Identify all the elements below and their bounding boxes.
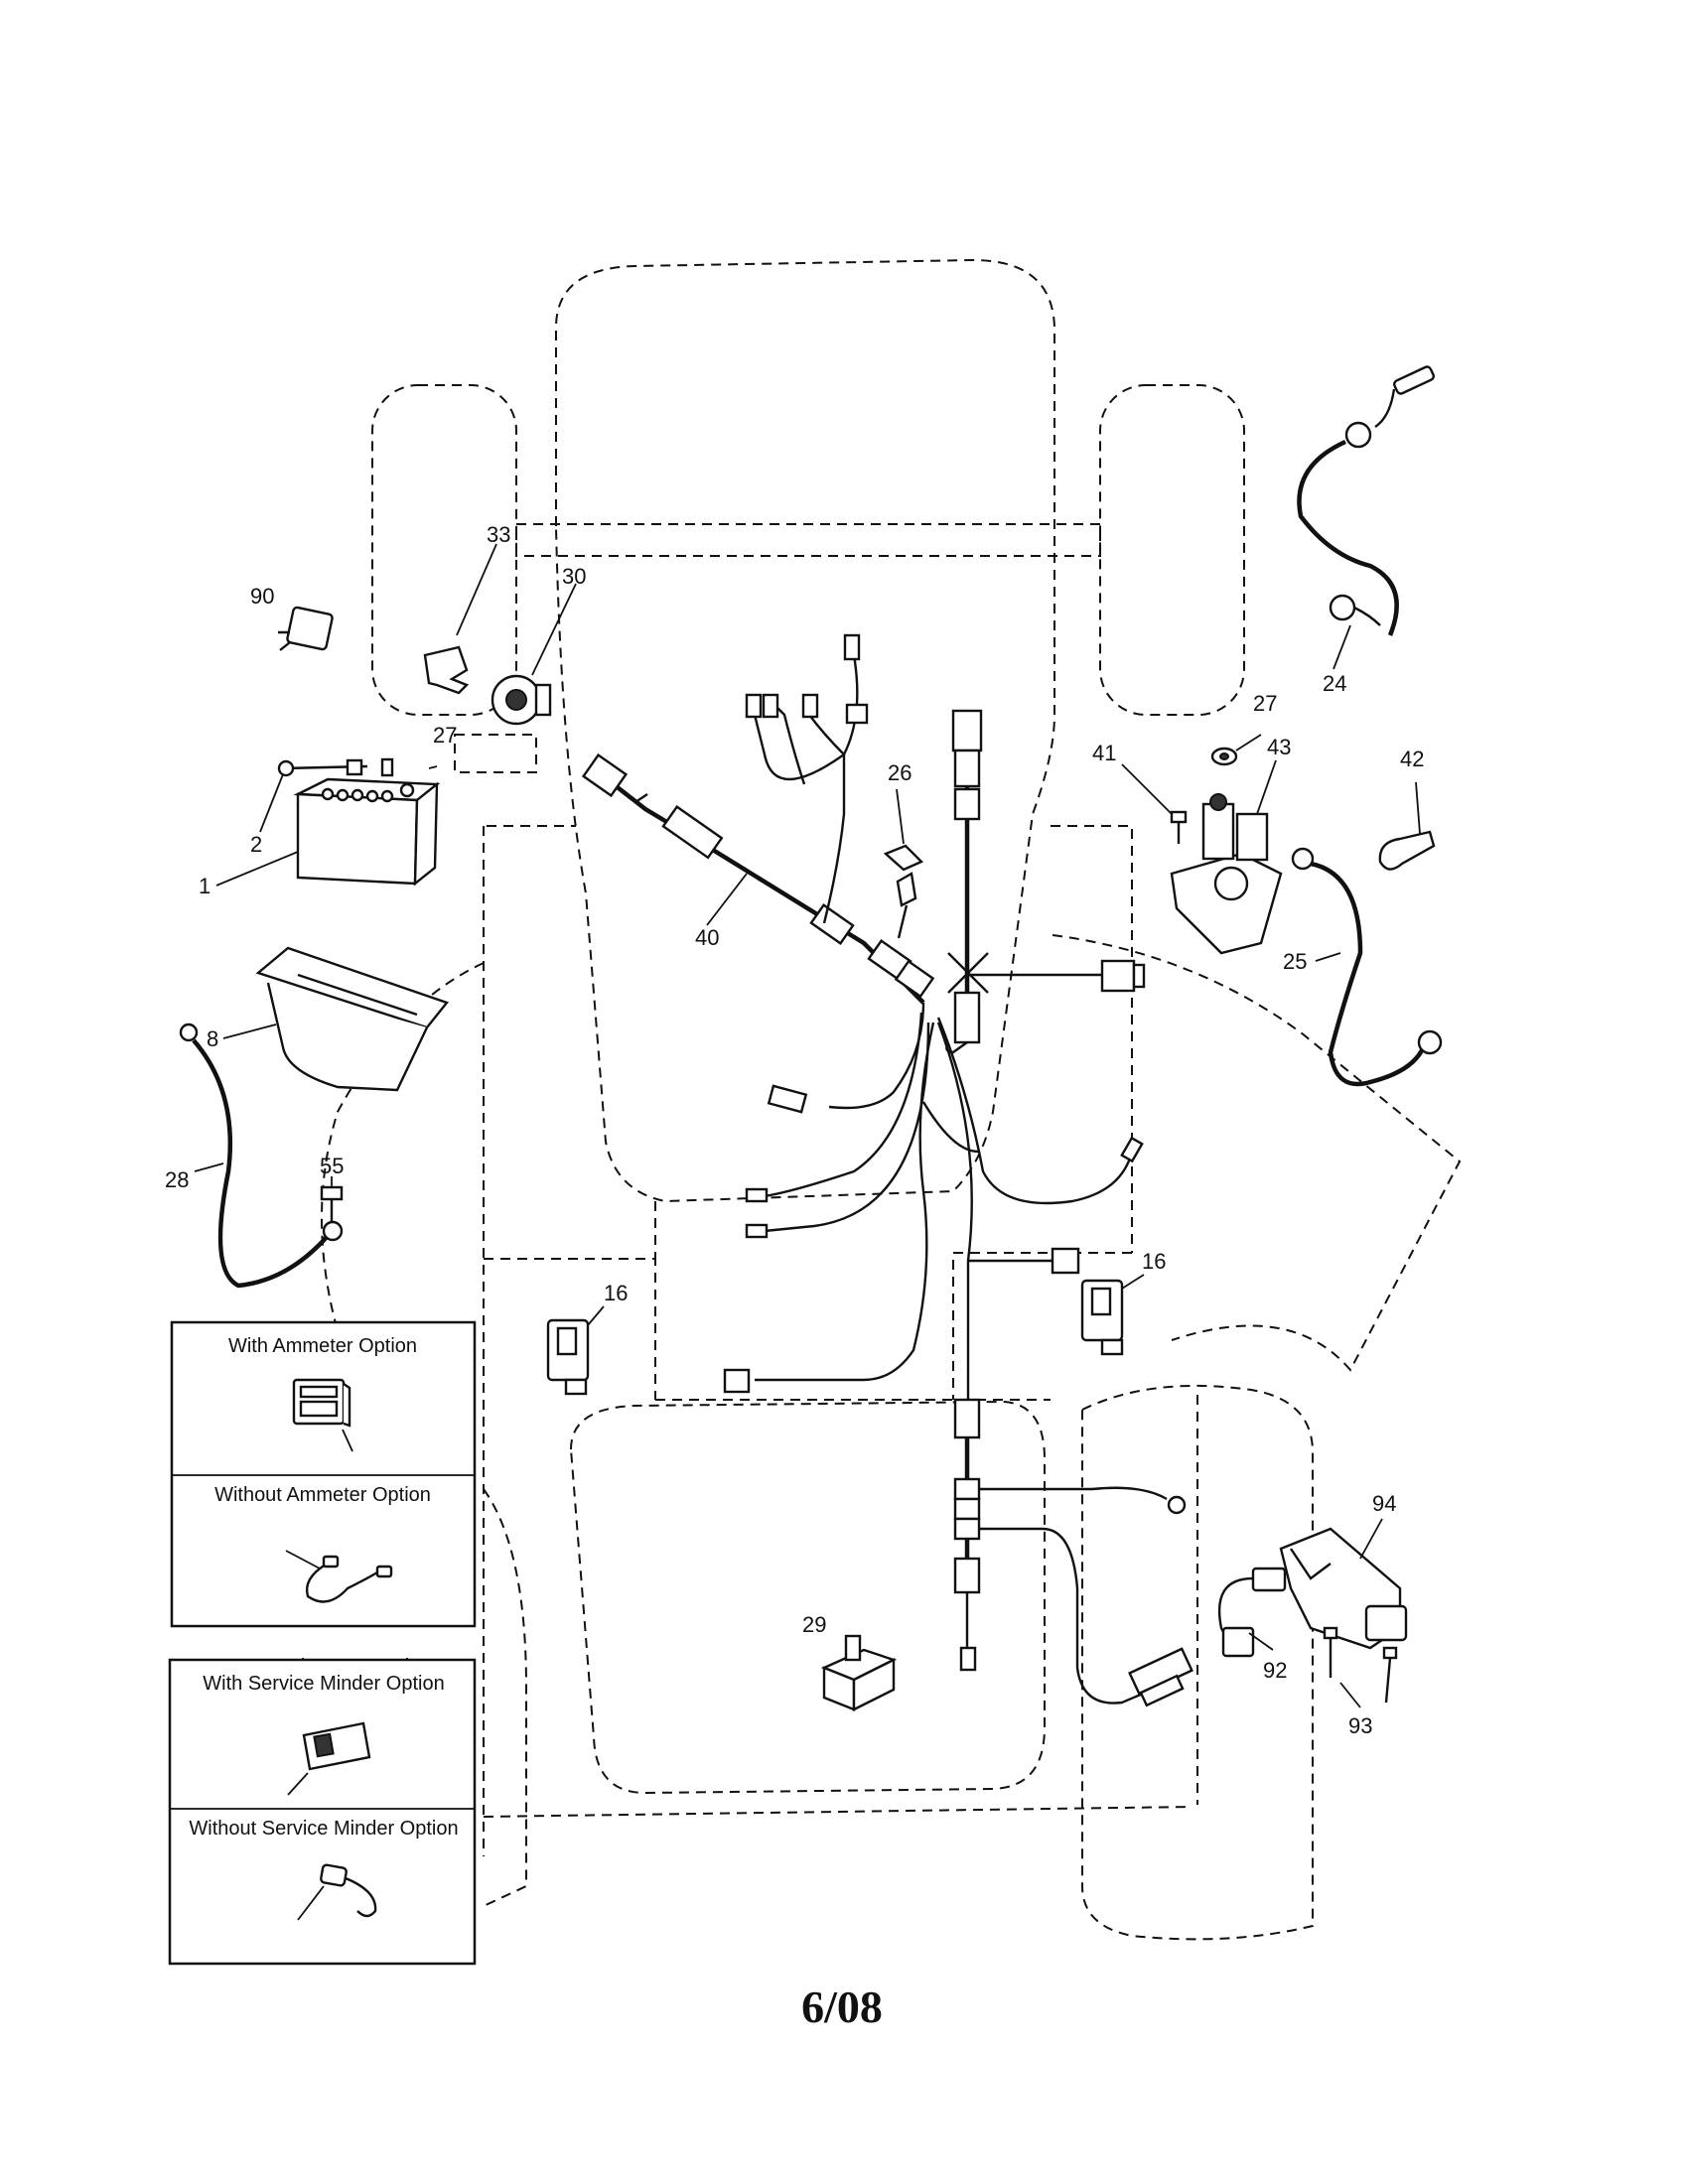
part-41-bolt xyxy=(1170,810,1188,844)
callout-16-left: 16 xyxy=(604,1281,628,1305)
callout-92: 92 xyxy=(1263,1658,1287,1683)
part-27-washer xyxy=(1210,747,1238,766)
callout-2: 2 xyxy=(250,832,262,857)
callout-1: 1 xyxy=(199,874,210,898)
part-8-battery-tray xyxy=(255,946,450,1092)
callout-41: 41 xyxy=(1092,741,1116,765)
callout-43: 43 xyxy=(1267,735,1291,759)
part-33-key xyxy=(423,645,470,695)
part-45-ammeter xyxy=(292,1378,353,1452)
with-service-minder-title: With Service Minder Option xyxy=(203,1673,444,1695)
callout-94: 94 xyxy=(1372,1491,1396,1516)
part-48-jumper xyxy=(285,1550,393,1603)
part-42-boot xyxy=(1378,830,1436,871)
callout-16-right: 16 xyxy=(1142,1249,1166,1274)
part-harness-bulb xyxy=(896,872,917,939)
callout-29: 29 xyxy=(802,1612,826,1637)
part-43-solenoid xyxy=(1170,793,1283,955)
without-ammeter-title: Without Ammeter Option xyxy=(214,1484,431,1506)
date-code: 6/08 xyxy=(801,1981,883,2032)
without-service-minder-title: Without Service Minder Option xyxy=(189,1818,458,1840)
part-29-pto-switch xyxy=(820,1634,898,1711)
callout-33: 33 xyxy=(487,522,510,547)
part-24-cable xyxy=(1297,365,1435,636)
part-2-bolt xyxy=(277,757,394,777)
callout-30: 30 xyxy=(562,564,586,589)
callout-90: 90 xyxy=(250,584,274,609)
callout-26: 26 xyxy=(888,760,912,785)
part-52-jumper xyxy=(297,1863,377,1921)
callout-28: 28 xyxy=(165,1167,189,1192)
callout-labels: 1 2 8 16 16 24 25 26 27 27 28 29 30 33 4… xyxy=(165,522,1424,1941)
callout-27-left: 27 xyxy=(433,723,457,748)
callout-93: 93 xyxy=(1348,1713,1372,1738)
part-93-screws xyxy=(1323,1626,1398,1704)
part-16-switch-right xyxy=(1080,1279,1124,1356)
part-26-fuse xyxy=(883,844,924,872)
part-16-switch-left xyxy=(546,1318,590,1396)
harness-end-connector xyxy=(1128,1647,1193,1707)
callout-24: 24 xyxy=(1323,671,1346,696)
part-1-battery xyxy=(293,777,441,887)
callout-8: 8 xyxy=(207,1026,218,1051)
callout-42: 42 xyxy=(1400,747,1424,771)
callout-40: 40 xyxy=(695,925,719,950)
callout-27-right: 27 xyxy=(1253,691,1277,716)
leader-lines xyxy=(194,543,1421,1708)
part-90-plug xyxy=(278,606,334,651)
callout-25: 25 xyxy=(1283,949,1307,974)
wiring-harness xyxy=(581,633,1193,1707)
part-55-screw xyxy=(320,1185,344,1223)
part-30-ignition-switch xyxy=(491,674,552,726)
part-46-service-minder xyxy=(287,1721,371,1796)
part-25-cable xyxy=(1291,847,1443,1087)
service-minder-option-box: With Service Minder Option Without Servi… xyxy=(168,1658,477,1966)
with-ammeter-title: With Ammeter Option xyxy=(228,1335,417,1357)
part-92-connector xyxy=(1217,1567,1287,1658)
callout-55: 55 xyxy=(320,1154,344,1178)
part-94-module xyxy=(1279,1527,1408,1650)
ammeter-option-box: With Ammeter Option Without Ammeter Opti… xyxy=(170,1320,477,1628)
